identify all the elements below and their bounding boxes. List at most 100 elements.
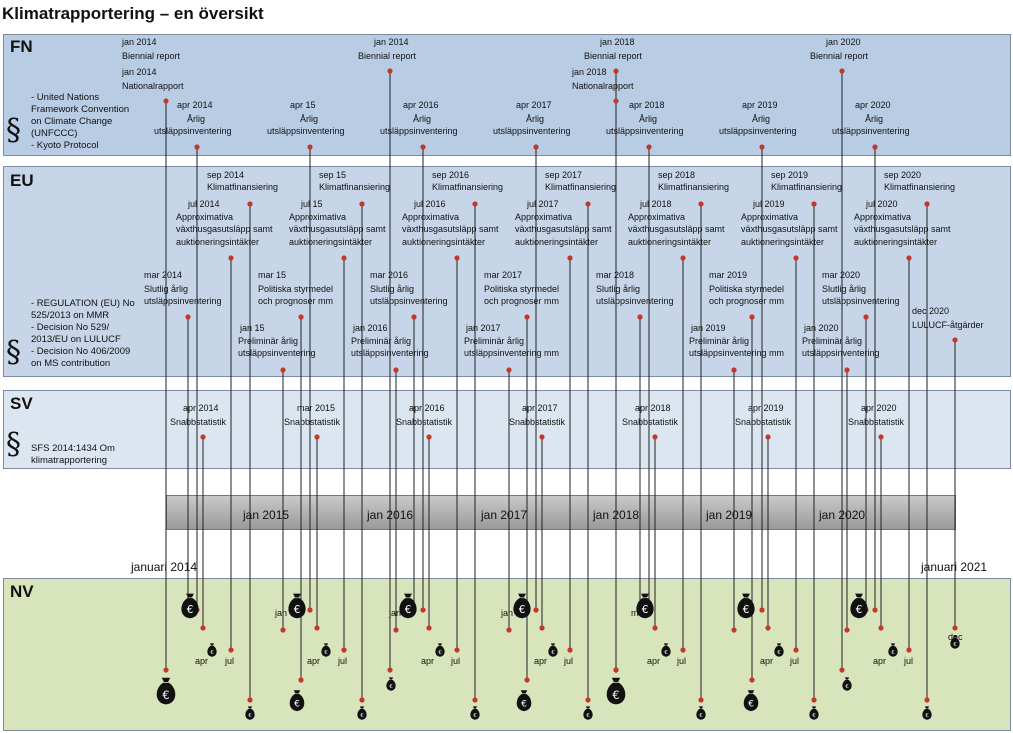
fn-biennial-label: Biennial report bbox=[122, 51, 181, 61]
svg-text:€: € bbox=[389, 684, 393, 690]
svg-text:€: € bbox=[664, 650, 668, 656]
event-dot bbox=[307, 607, 313, 613]
eu-policy-label: och prognoser mm bbox=[258, 296, 334, 306]
fn-inventory-label: Årlig bbox=[187, 114, 206, 124]
svg-text:€: € bbox=[612, 688, 619, 701]
money-bag-icon: € bbox=[659, 642, 673, 662]
eu-prelim-label: Preliminär årlig bbox=[802, 336, 863, 346]
eu-approx-label: auktioneringsintäkter bbox=[289, 237, 373, 247]
event-dot bbox=[163, 98, 169, 104]
event-dot bbox=[387, 68, 393, 74]
event-dot bbox=[472, 697, 478, 703]
eu-finance-date: sep 15 bbox=[319, 170, 347, 180]
fn-inventory-date: apr 2020 bbox=[855, 100, 891, 110]
sv-quick-label: Snabbstatistik bbox=[396, 417, 453, 427]
event-dot bbox=[952, 337, 958, 343]
eu-approx-label: Approximativa bbox=[176, 212, 234, 222]
eu-final-date: mar 2018 bbox=[596, 270, 635, 280]
paragraph-icon-eu: § bbox=[6, 335, 21, 370]
sv-quick-label: Snabbstatistik bbox=[735, 417, 792, 427]
money-bag-icon: € bbox=[846, 591, 872, 625]
eu-final-label: Slutlig årlig bbox=[596, 284, 641, 294]
eu-final-label: Slutlig årlig bbox=[822, 284, 867, 294]
nv-label: apr bbox=[873, 656, 887, 666]
event-dot bbox=[567, 647, 573, 653]
event-dot bbox=[533, 144, 539, 150]
eu-prelim-date: jan 2019 bbox=[691, 323, 726, 333]
money-bag-icon: € bbox=[243, 705, 257, 725]
fn-biennial-label: Biennial report bbox=[358, 51, 417, 61]
eu-approx-label: auktioneringsintäkter bbox=[741, 237, 825, 247]
eu-prelim-label: utsläppsinventering bbox=[351, 348, 429, 358]
svg-text:€: € bbox=[586, 713, 590, 719]
band-label-nv: NV bbox=[10, 582, 34, 601]
event-dot bbox=[185, 314, 191, 320]
svg-text:€: € bbox=[473, 713, 477, 719]
nv-label: jan bbox=[501, 608, 514, 618]
eu-policy-date: mar 15 bbox=[258, 270, 287, 280]
eu-approx-label: Approximativa bbox=[741, 212, 799, 222]
event-dot bbox=[524, 314, 530, 320]
event-dot bbox=[844, 367, 850, 373]
reg-line: - Decision No 529/ bbox=[31, 322, 110, 333]
event-dot bbox=[194, 144, 200, 150]
fn-inventory-date: apr 15 bbox=[290, 100, 316, 110]
eu-final-label: utsläppsinventering bbox=[144, 296, 222, 306]
axis-tick-2019: jan 2019 bbox=[706, 508, 753, 522]
svg-text:€: € bbox=[324, 650, 328, 656]
eu-final-label: Slutlig årlig bbox=[370, 284, 415, 294]
reg-line: on MS contribution bbox=[31, 358, 111, 369]
fn-inventory-label: Årlig bbox=[413, 114, 432, 124]
event-dot bbox=[454, 255, 460, 261]
money-bag-icon: € bbox=[920, 705, 934, 725]
fn-biennial-date: jan 2014 bbox=[122, 37, 157, 47]
paragraph-icon-fn: § bbox=[6, 113, 21, 148]
event-dot bbox=[341, 647, 347, 653]
nv-label: apr bbox=[421, 656, 435, 666]
money-bag-icon: € bbox=[509, 591, 535, 625]
svg-text:€: € bbox=[642, 604, 649, 616]
eu-approx-label: växthusgasutsläpp samt bbox=[289, 224, 386, 234]
eu-prelim-label: Preliminär årlig bbox=[351, 336, 412, 346]
sv-quick-label: Snabbstatistik bbox=[509, 417, 566, 427]
paragraph-icon-sv: § bbox=[6, 427, 21, 462]
eu-approx-label: auktioneringsintäkter bbox=[854, 237, 938, 247]
event-dot bbox=[387, 667, 393, 673]
fn-inventory-label: utsläppsinventering bbox=[832, 126, 910, 136]
money-bag-icon: € bbox=[807, 705, 821, 725]
eu-lulucf-label: LULUCF-åtgärder bbox=[912, 320, 984, 330]
eu-finance-label: Klimatfinansiering bbox=[884, 182, 956, 192]
event-dot bbox=[524, 677, 530, 683]
fn-inventory-label: utsläppsinventering bbox=[719, 126, 797, 136]
event-dot bbox=[906, 647, 912, 653]
eu-finance-date: sep 2019 bbox=[771, 170, 809, 180]
money-bag-icon: € bbox=[286, 688, 308, 717]
event-dot bbox=[359, 201, 365, 207]
sv-quick-date: apr 2014 bbox=[183, 403, 219, 413]
nv-label: apr bbox=[647, 656, 661, 666]
sv-quick-label: Snabbstatistik bbox=[170, 417, 227, 427]
event-dot bbox=[585, 697, 591, 703]
event-dot bbox=[952, 625, 958, 631]
eu-approx-date: jul 2014 bbox=[188, 199, 220, 209]
nv-label: jul bbox=[451, 656, 461, 666]
money-bag-icon: € bbox=[632, 591, 658, 625]
event-dot bbox=[924, 697, 930, 703]
reg-line: klimatrapportering bbox=[31, 455, 108, 466]
eu-policy-label: och prognoser mm bbox=[484, 296, 560, 306]
event-dot bbox=[906, 255, 912, 261]
event-dot bbox=[298, 314, 304, 320]
event-dot bbox=[680, 255, 686, 261]
fn-inventory-date: apr 2018 bbox=[629, 100, 665, 110]
fn-biennial-date: jan 2014 bbox=[374, 37, 409, 47]
event-dot bbox=[793, 647, 799, 653]
nv-label: jul bbox=[904, 656, 914, 666]
event-dot bbox=[539, 434, 545, 440]
fn-inventory-label: utsläppsinventering bbox=[606, 126, 684, 136]
event-dot bbox=[411, 314, 417, 320]
eu-prelim-label: utsläppsinventering bbox=[802, 348, 880, 358]
fn-inventory-date: apr 2019 bbox=[742, 100, 778, 110]
svg-text:€: € bbox=[248, 713, 252, 719]
nv-label: jul bbox=[338, 656, 348, 666]
